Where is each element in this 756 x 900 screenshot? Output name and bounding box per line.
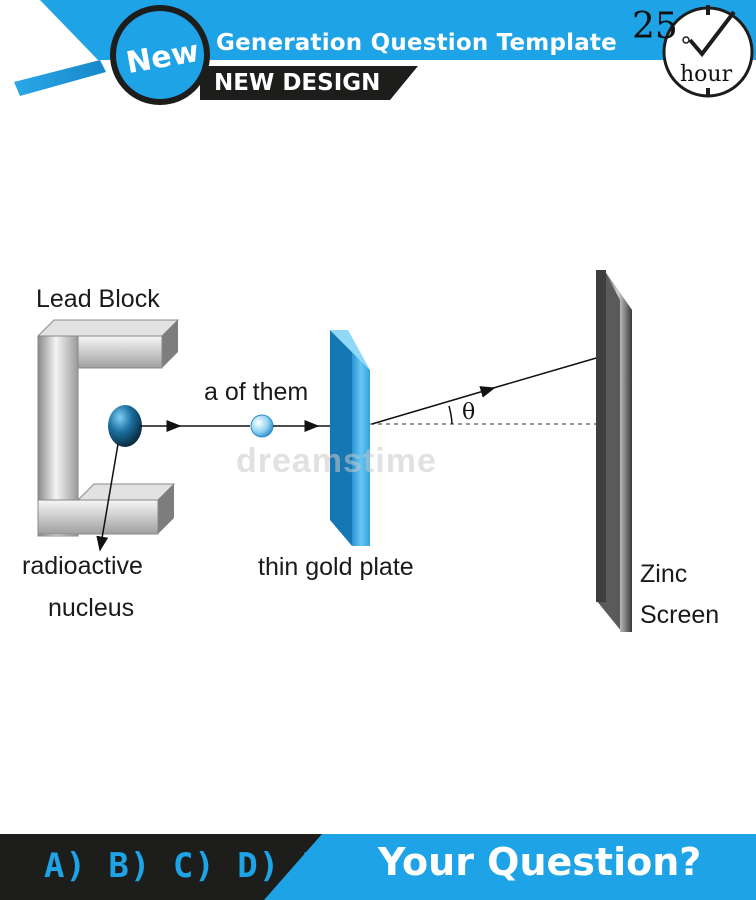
lead-block: [36, 319, 180, 537]
banner-title: Generation Question Template: [216, 30, 617, 56]
clock-unit: hour: [680, 62, 733, 87]
plate-label: thin gold plate: [258, 553, 414, 581]
alpha-particle: [250, 414, 274, 438]
gold-plate: [330, 330, 370, 546]
screen-label-line1: Zinc: [640, 560, 688, 588]
nucleus-pointer-arrow: [96, 443, 119, 552]
question-prompt: Your Question?: [378, 840, 702, 884]
scatter-line: [489, 353, 611, 390]
lead-block-label: Lead Block: [36, 285, 160, 313]
footer-graphics: [0, 834, 756, 900]
clock-icon: [662, 5, 754, 98]
zinc-screen: [596, 270, 632, 632]
source-label-line1: radioactive: [22, 552, 143, 580]
angle-label: θ: [462, 400, 476, 425]
angle-arc: [448, 405, 453, 425]
scatter-arrow: [371, 386, 496, 425]
banner-subtitle: NEW DESIGN: [214, 70, 381, 96]
watermark-text: dreamstime: [236, 442, 437, 480]
beam-label: a of them: [204, 378, 309, 406]
source-label-line2: nucleus: [48, 594, 135, 622]
magnifier-icon: [14, 5, 210, 105]
answer-options: A) B) C) D) E): [44, 846, 345, 886]
clock-number: 25: [632, 6, 678, 47]
screen-label-line2: Screen: [640, 601, 720, 629]
diagram-svg: [36, 270, 632, 632]
radioactive-nucleus: [108, 405, 142, 447]
header-graphics: [14, 0, 756, 105]
